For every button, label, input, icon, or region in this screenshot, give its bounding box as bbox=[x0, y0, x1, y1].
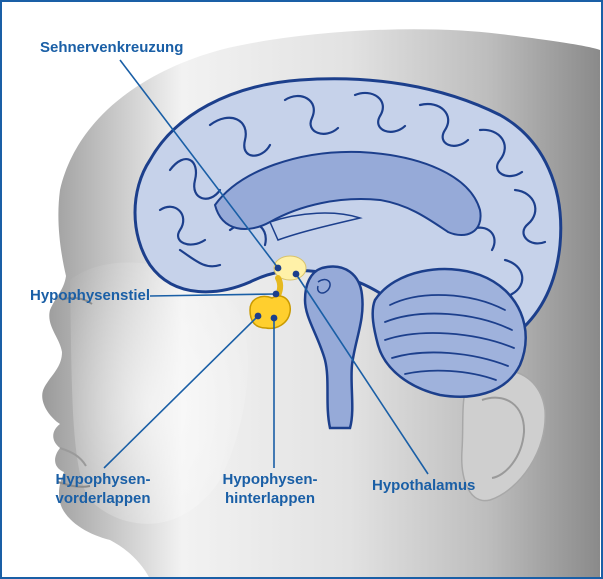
label-hinterlappen-line1: Hypophysen- bbox=[200, 470, 340, 489]
dot-hypophysenstiel bbox=[273, 291, 280, 298]
label-vorderlappen-line1: Hypophysen- bbox=[28, 470, 178, 489]
label-vorderlappen-line2: vorderlappen bbox=[28, 489, 178, 508]
dot-hinterlappen bbox=[271, 315, 278, 322]
label-hypophysen-hinterlappen: Hypophysen- hinterlappen bbox=[200, 470, 340, 508]
label-sehnervenkreuzung: Sehnervenkreuzung bbox=[40, 38, 183, 57]
dot-hypothalamus bbox=[293, 271, 300, 278]
label-hypophysenstiel: Hypophysenstiel bbox=[30, 286, 150, 305]
label-hinterlappen-line2: hinterlappen bbox=[200, 489, 340, 508]
pituitary-gland-shape bbox=[250, 296, 290, 328]
dot-vorderlappen bbox=[255, 313, 262, 320]
label-hypophysen-vorderlappen: Hypophysen- vorderlappen bbox=[28, 470, 178, 508]
dot-sehnervenkreuzung bbox=[275, 265, 282, 272]
label-hypothalamus: Hypothalamus bbox=[372, 476, 475, 495]
